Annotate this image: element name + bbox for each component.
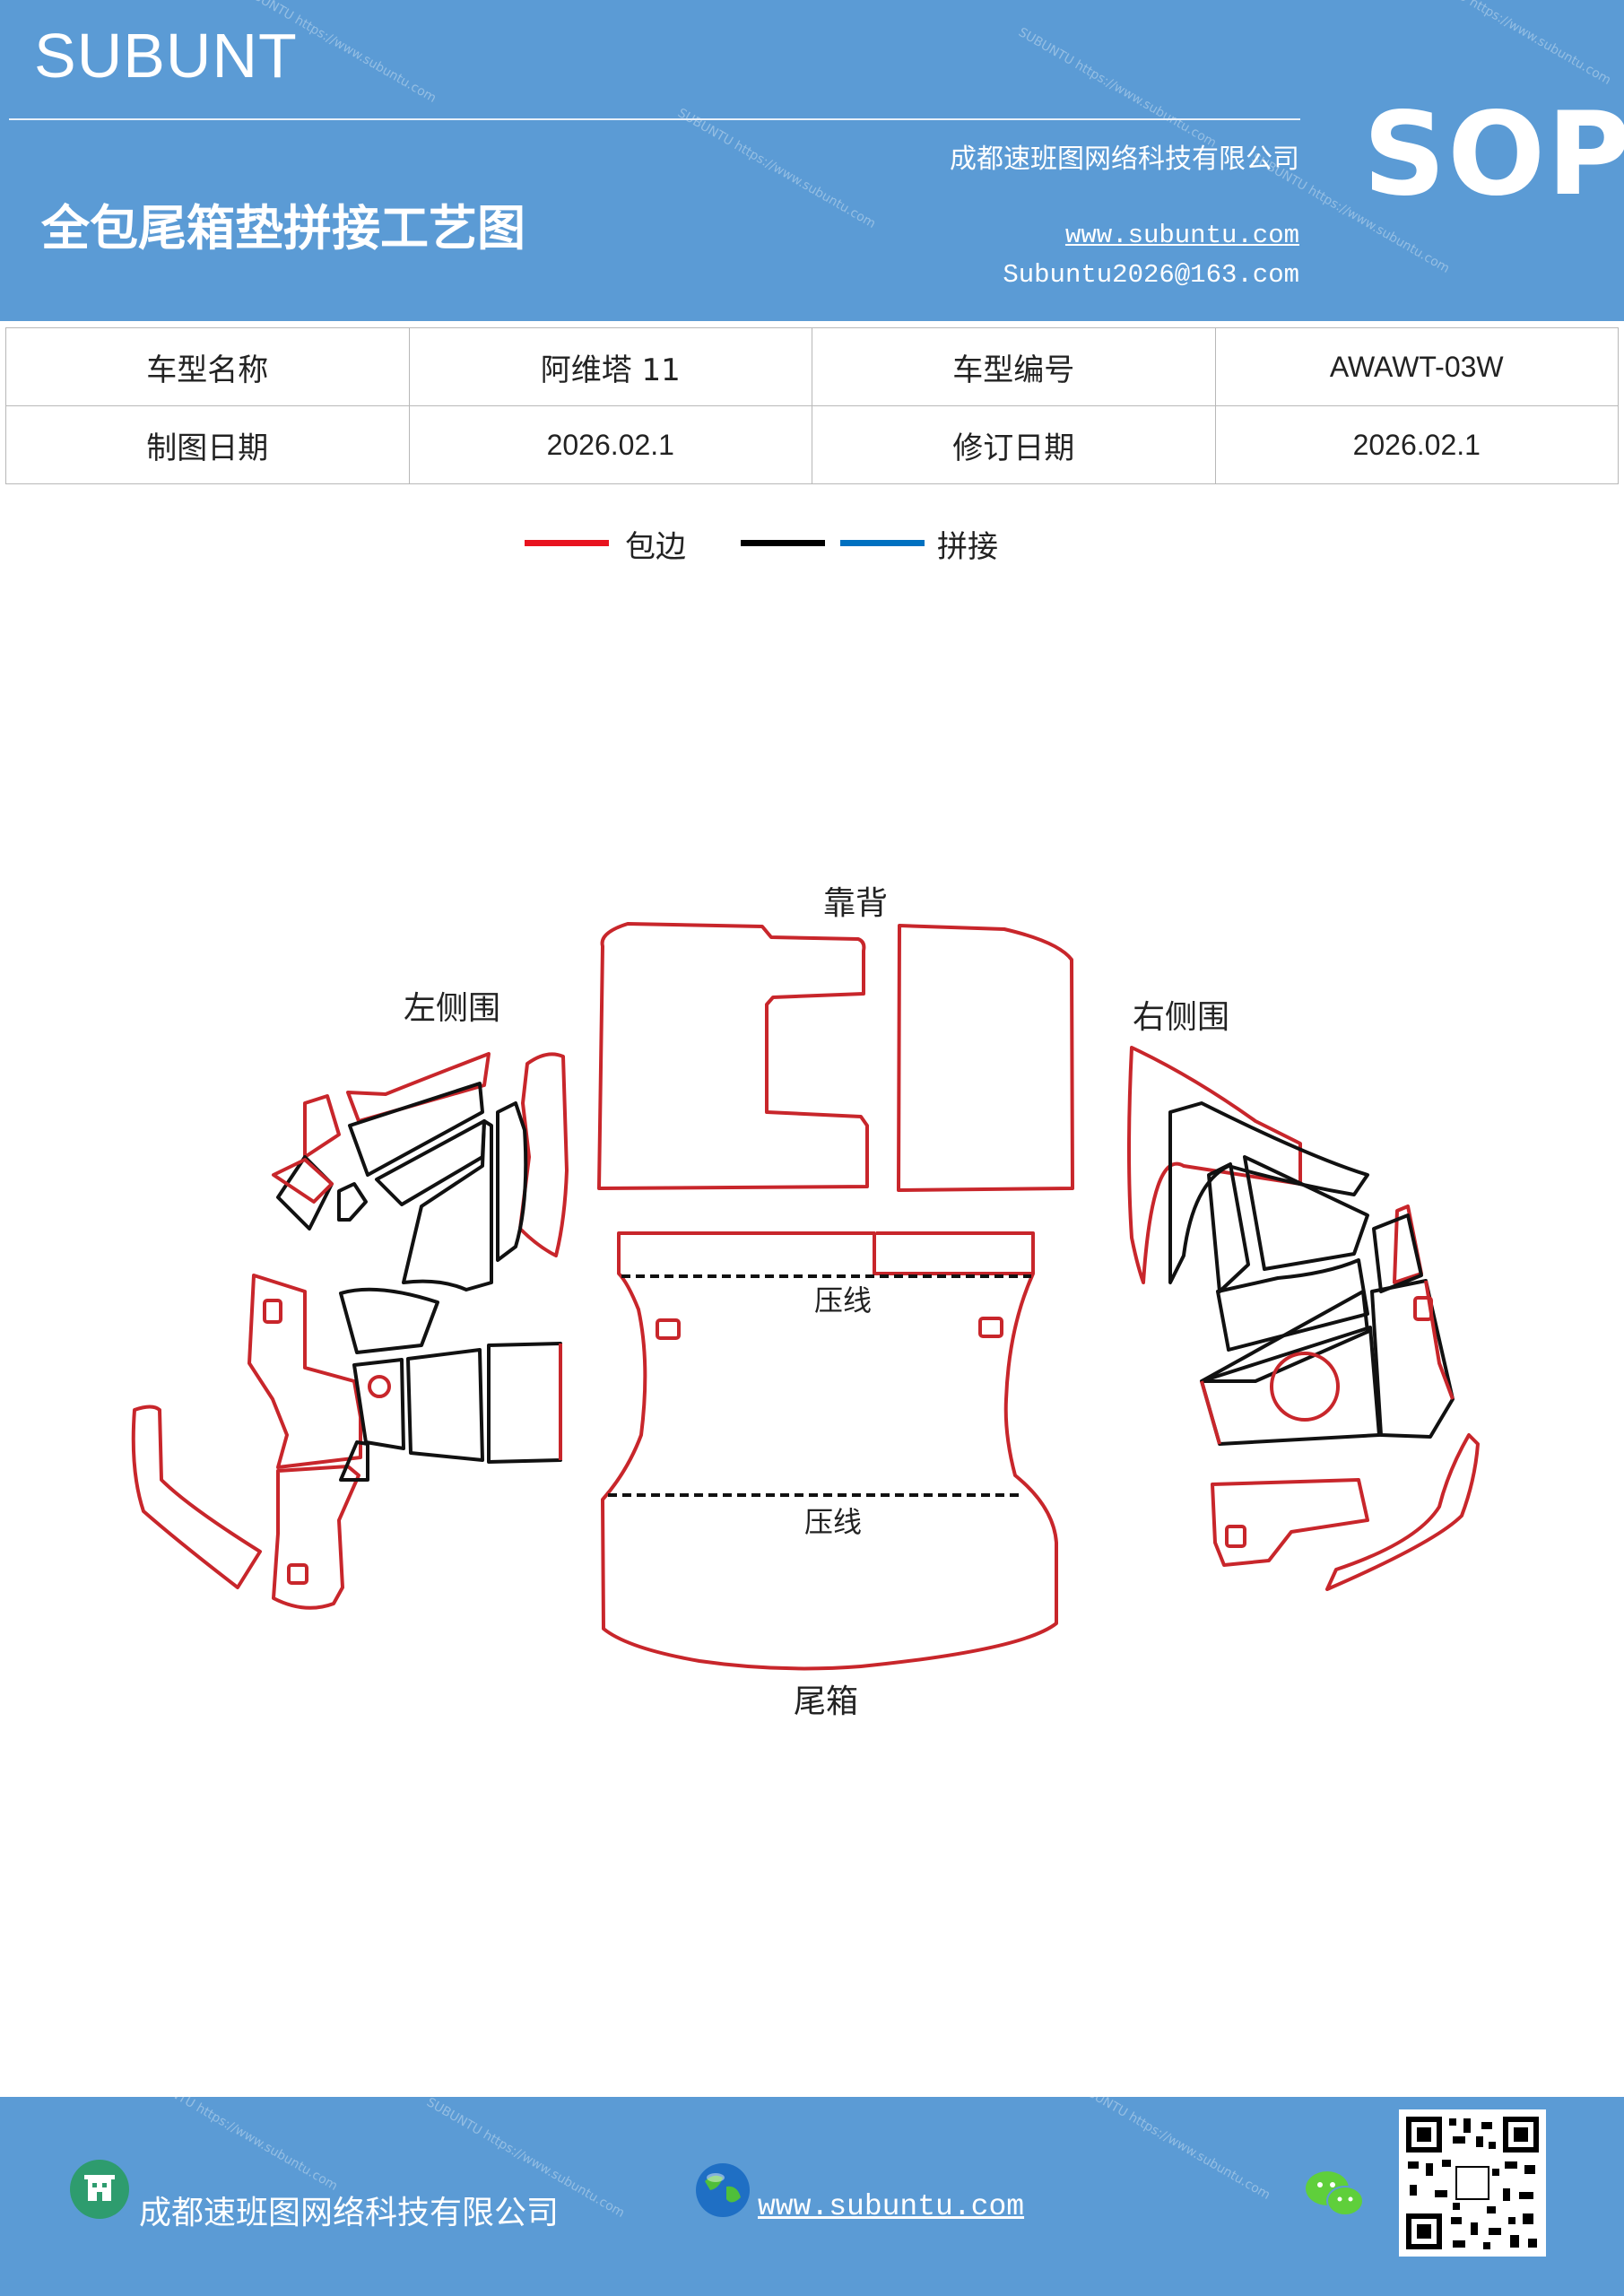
label-backrest: 靠背: [823, 885, 889, 922]
left-side-outer-piece: [518, 1052, 569, 1257]
left-side-top-piece: [346, 1052, 491, 1123]
label-trunk: 尾箱: [794, 1683, 859, 1720]
left-side-hole: [368, 1375, 391, 1398]
legend-label: 包边: [625, 529, 686, 565]
table-cell: 2026.02.1: [408, 405, 812, 484]
website-link[interactable]: www.subuntu.com: [1064, 221, 1299, 250]
right-side-strip: [1325, 1433, 1480, 1591]
footer-company-name: 成都速班图网络科技有限公司: [139, 2195, 560, 2231]
table-cell: AWAWT-03W: [1214, 327, 1619, 406]
table-cell: 车型编号: [812, 327, 1216, 406]
left-side-panel: [402, 1119, 493, 1292]
table-cell: 制图日期: [5, 405, 410, 484]
right-side-panel: [1372, 1213, 1423, 1293]
left-side-panel: [337, 1182, 368, 1222]
email-address[interactable]: Subuntu2026@163.com: [1003, 260, 1299, 290]
building-icon: [70, 2160, 129, 2219]
legend-label: 拼接: [937, 529, 998, 565]
right-side-panel: [1207, 1162, 1250, 1293]
mat-layout-diagram: 靠背 左侧围 右侧围 压线 压线 尾箱: [0, 861, 1624, 1740]
right-side-main-edge: [1200, 1380, 1221, 1445]
left-side-small: [339, 1440, 369, 1482]
left-side-small: [272, 1158, 334, 1204]
left-side-slot: [287, 1563, 308, 1585]
watermark: SUBUNTU https://www.subuntu.com: [1015, 25, 1220, 151]
right-side-panel: [1200, 1290, 1369, 1383]
right-side-panel: [1216, 1258, 1369, 1352]
right-side-panel: [1370, 1279, 1455, 1439]
trunk-slot-right: [978, 1317, 1003, 1338]
right-side-hole: [1270, 1352, 1340, 1422]
qr-code: [1399, 2109, 1546, 2257]
legend-swatch-red: [525, 540, 609, 546]
label-left-side: 左侧围: [404, 990, 501, 1027]
right-side-lower: [1211, 1478, 1369, 1567]
table-row: 制图日期 2026.02.1 修订日期 2026.02.1: [5, 405, 1619, 484]
footer-website-link[interactable]: www.subuntu.com: [758, 2190, 1025, 2223]
label-crease-bottom: 压线: [804, 1505, 863, 1539]
right-side-panel: [1243, 1155, 1369, 1271]
label-right-side: 右侧围: [1133, 999, 1230, 1036]
left-side-panel: [406, 1348, 484, 1462]
wechat-icon: [1302, 2167, 1367, 2222]
left-side-slot: [263, 1299, 282, 1324]
left-side-strip: [131, 1405, 262, 1589]
watermark: SUBUNTU https://www.subuntu.com: [674, 106, 879, 231]
right-side-panel: [1168, 1101, 1369, 1284]
left-side-panel: [487, 1342, 562, 1464]
backrest-left-piece: [597, 922, 869, 1190]
left-side-panel: [348, 1082, 484, 1177]
header-divider: [9, 118, 1300, 120]
backrest-right-piece: [897, 924, 1074, 1192]
vehicle-info-table: 车型名称 阿维塔 11 车型编号 AWAWT-03W 制图日期 2026.02.…: [5, 327, 1619, 484]
left-side-lower: [272, 1465, 360, 1610]
table-cell: 2026.02.1: [1214, 405, 1619, 484]
trunk-top-right-flap: [876, 1231, 1035, 1274]
table-cell: 修订日期: [812, 405, 1216, 484]
table-cell: 车型名称: [5, 327, 410, 406]
watermark: SUBUNTU https://www.subuntu.com: [136, 2097, 341, 2194]
left-side-block: [248, 1274, 362, 1469]
watermark: SUBUNTU https://www.subuntu.com: [1069, 2097, 1273, 2203]
trunk-main-piece: [601, 1231, 1058, 1671]
left-side-wing: [303, 1094, 341, 1159]
company-name: 成都速班图网络科技有限公司: [950, 144, 1299, 175]
table-row: 车型名称 阿维塔 11 车型编号 AWAWT-03W: [5, 327, 1619, 406]
header-banner: SUBUNTU https://www.subuntu.com SUBUNTU …: [0, 0, 1624, 321]
left-side-panel: [496, 1101, 528, 1262]
footer-banner: SUBUNTU https://www.subuntu.com SUBUNTU …: [0, 2097, 1624, 2296]
watermark: SUBUNTU https://www.subuntu.com: [1410, 0, 1614, 88]
right-side-slot: [1225, 1525, 1246, 1548]
page-title: 全包尾箱垫拼接工艺图: [41, 199, 525, 257]
brand-name: SUBUNT: [34, 21, 298, 91]
legend-swatch-black: [741, 540, 825, 546]
right-side-outer-piece: [1127, 1046, 1302, 1284]
legend: 包边 拼接: [0, 520, 1624, 574]
mat-pieces-drawing: [131, 922, 1480, 1671]
label-crease-top: 压线: [814, 1283, 873, 1318]
trunk-slot-left: [656, 1318, 681, 1340]
table-cell: 阿维塔 11: [408, 327, 812, 406]
globe-icon: [692, 2160, 753, 2221]
left-side-panel: [352, 1358, 405, 1450]
left-side-panel: [339, 1287, 439, 1354]
sop-badge: SOP: [1363, 88, 1624, 222]
legend-swatch-blue: [840, 540, 925, 546]
right-side-slot: [1413, 1296, 1433, 1321]
